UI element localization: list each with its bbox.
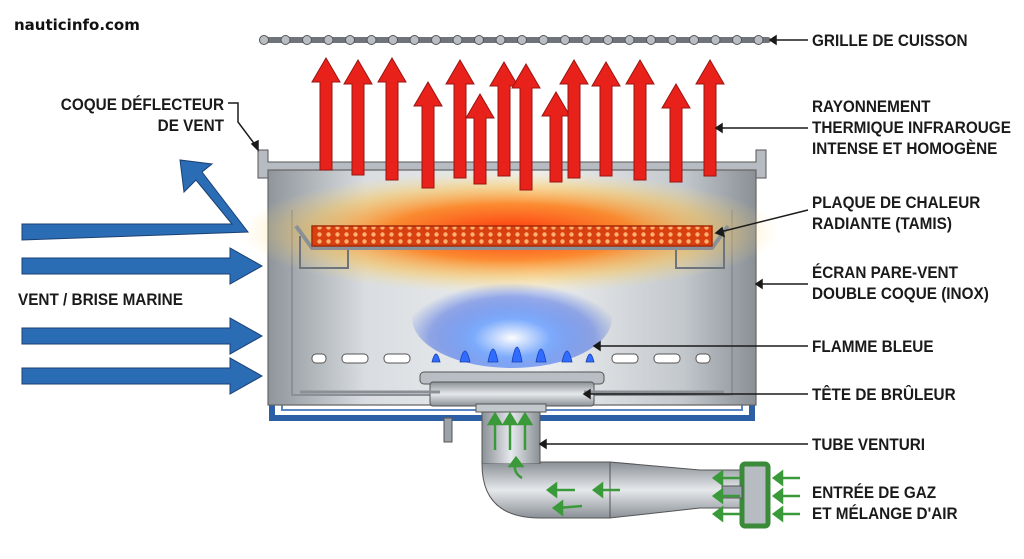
grill-bead bbox=[431, 35, 441, 45]
grill-bead bbox=[646, 35, 656, 45]
label-plaque-line2: RADIANTE (TAMIS) bbox=[812, 214, 952, 233]
label-plaque-line1: PLAQUE DE CHALEUR bbox=[812, 193, 981, 212]
heat-arrow bbox=[559, 59, 589, 179]
heat-arrow bbox=[343, 59, 373, 176]
label-rayonnement: RAYONNEMENT THERMIQUE INFRAROUGE INTENSE… bbox=[812, 96, 1011, 159]
heat-arrow bbox=[413, 81, 443, 189]
grill-bead bbox=[581, 35, 592, 45]
label-plaque: PLAQUE DE CHALEUR RADIANTE (TAMIS) bbox=[812, 192, 980, 234]
site-brand: nauticinfo.com bbox=[14, 16, 140, 34]
heat-arrow bbox=[489, 61, 519, 177]
grill-bead bbox=[280, 35, 291, 45]
grill-bead bbox=[689, 35, 699, 45]
label-grille: GRILLE DE CUISSON bbox=[812, 30, 968, 51]
vent-slots bbox=[311, 353, 711, 364]
infrared-heat-arrows bbox=[311, 57, 725, 191]
label-vent-text: VENT / BRISE MARINE bbox=[18, 290, 183, 309]
heat-arrow bbox=[541, 91, 571, 183]
grill-bead bbox=[667, 35, 678, 45]
grill-bead bbox=[624, 35, 635, 45]
label-rayonnement-line1: RAYONNEMENT bbox=[812, 97, 931, 116]
heat-arrow bbox=[511, 63, 541, 191]
label-flamme-text: FLAMME BLEUE bbox=[812, 337, 934, 356]
grill-bead bbox=[452, 35, 463, 45]
wind-deflected-arrow bbox=[21, 159, 249, 241]
label-tete-text: TÊTE DE BRÛLEUR bbox=[812, 385, 956, 404]
label-flamme: FLAMME BLEUE bbox=[812, 336, 934, 357]
label-venturi-text: TUBE VENTURI bbox=[812, 435, 926, 454]
leader-lines bbox=[228, 34, 809, 450]
wind-arrows bbox=[21, 159, 264, 395]
label-grille-text: GRILLE DE CUISSON bbox=[812, 31, 968, 50]
wind-arrow-3 bbox=[21, 317, 264, 355]
grill-bead bbox=[259, 35, 269, 45]
grill-bead bbox=[366, 35, 377, 45]
grill-bead bbox=[474, 35, 484, 45]
grill-bead bbox=[409, 35, 420, 45]
heat-arrow bbox=[465, 93, 495, 185]
radiant-plate bbox=[294, 224, 730, 269]
grill-bead bbox=[388, 35, 398, 45]
heat-arrow bbox=[311, 57, 341, 171]
label-vent: VENT / BRISE MARINE bbox=[18, 289, 183, 310]
label-entree-line2: ET MÉLANGE D'AIR bbox=[812, 504, 958, 523]
label-ecran-line1: ÉCRAN PARE-VENT bbox=[812, 263, 958, 282]
heat-arrow bbox=[625, 59, 655, 181]
heat-arrow bbox=[377, 57, 407, 181]
label-entree: ENTRÉE DE GAZ ET MÉLANGE D'AIR bbox=[812, 482, 958, 524]
heat-arrow bbox=[445, 59, 475, 179]
grill-bead bbox=[302, 35, 312, 45]
wind-arrow-2 bbox=[21, 247, 264, 285]
blue-flames bbox=[431, 346, 595, 363]
label-venturi: TUBE VENTURI bbox=[812, 434, 925, 455]
label-entree-line1: ENTRÉE DE GAZ bbox=[812, 483, 937, 502]
label-coque-line2: DE VENT bbox=[157, 116, 224, 135]
label-rayonnement-line3: INTENSE ET HOMOGÈNE bbox=[812, 139, 998, 158]
air-flow-arrows bbox=[486, 411, 800, 523]
label-rayonnement-line2: THERMIQUE INFRAROUGE bbox=[812, 118, 1011, 137]
heat-arrow bbox=[591, 61, 621, 177]
label-ecran-line2: DOUBLE COQUE (INOX) bbox=[812, 284, 989, 303]
grill-bead bbox=[538, 35, 549, 45]
cooking-grill bbox=[259, 35, 771, 45]
grill-bead bbox=[710, 35, 721, 45]
heat-arrow bbox=[695, 59, 725, 177]
grill-bead bbox=[603, 35, 613, 45]
label-coque-deflecteur: COQUE DÉFLECTEUR DE VENT bbox=[39, 94, 224, 136]
label-coque-line1: COQUE DÉFLECTEUR bbox=[60, 95, 224, 114]
grill-bead bbox=[517, 35, 527, 45]
burner-head bbox=[300, 371, 724, 407]
flame-glow bbox=[412, 268, 612, 368]
heat-arrow bbox=[661, 83, 691, 183]
grill-bead bbox=[732, 35, 742, 45]
grill-bead bbox=[323, 35, 334, 45]
label-tete: TÊTE DE BRÛLEUR bbox=[812, 384, 956, 405]
grill-bead bbox=[495, 35, 506, 45]
wind-arrow-4 bbox=[21, 357, 264, 395]
grill-bead bbox=[345, 35, 355, 45]
label-ecran: ÉCRAN PARE-VENT DOUBLE COQUE (INOX) bbox=[812, 262, 989, 304]
grill-bead bbox=[753, 35, 764, 45]
grill-bead bbox=[560, 35, 570, 45]
